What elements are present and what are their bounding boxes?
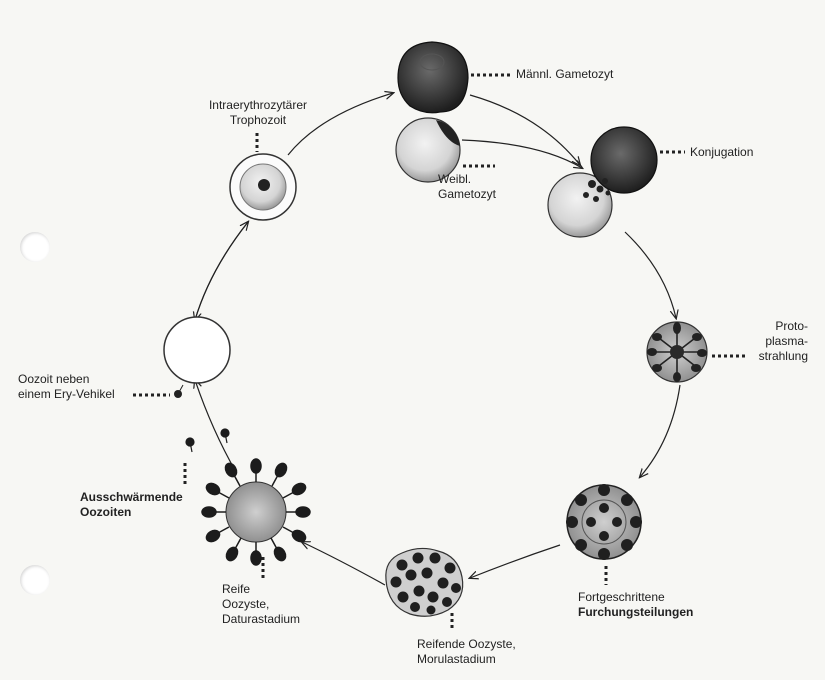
arrow-datura-to-ery	[195, 380, 237, 473]
label-line: einem Ery-Vehikel	[18, 387, 115, 401]
conjugation-cells	[547, 126, 658, 238]
cycle-arrows	[194, 93, 681, 586]
datura-stage-cell	[201, 458, 311, 566]
male-gametocyte-cell	[397, 41, 469, 114]
label-line: Daturastadium	[222, 612, 301, 626]
arrow-proto-to-furchung	[640, 384, 681, 477]
label-line: Fortgeschrittene	[578, 590, 665, 604]
label-datura-stage: Reife Oozyste, Daturastadium	[222, 582, 300, 627]
punch-hole-top	[20, 232, 50, 262]
label-line: Intraerythrozytärer	[208, 98, 308, 112]
label-conjugation: Konjugation	[690, 145, 753, 160]
protoplasm-radiation-cell	[646, 321, 708, 383]
label-protoplasm-radiation: Proto- plasma- strahlung	[738, 319, 808, 364]
label-advanced-cleavage: Fortgeschrittene Furchungsteilungen	[578, 590, 693, 620]
label-line: Konjugation	[690, 145, 754, 159]
trophozoite-cell	[229, 153, 297, 221]
morula-stage-cell	[385, 547, 464, 617]
label-line: Männl. Gametozyt	[516, 67, 614, 81]
label-line: Gametozyt	[438, 187, 497, 201]
label-line: Oozoit neben	[18, 372, 90, 386]
label-line: Oozoiten	[80, 505, 132, 519]
arrow-furchung-to-morula	[470, 544, 561, 578]
arrow-ery-to-tropho	[194, 222, 248, 321]
label-female-gametocyte: Weibl. Gametozyt	[438, 172, 496, 202]
arrow-weibl-to-konjugation	[461, 139, 582, 168]
label-line: Trophozoit	[229, 113, 287, 127]
label-line: Oozyste,	[222, 597, 270, 611]
punch-hole-bottom	[20, 565, 50, 595]
label-line: Ausschwärmende	[80, 490, 183, 504]
arrow-tropho-to-ery	[195, 221, 249, 320]
arrow-konjugation-to-proto	[624, 231, 676, 318]
label-line: Proto-	[775, 319, 808, 333]
label-line: Reifende Oozyste,	[417, 637, 516, 651]
advanced-cleavage-cell	[566, 484, 642, 560]
label-oozoite-ery-vehicle: Oozoit neben einem Ery-Vehikel	[18, 372, 115, 402]
label-line: Furchungsteilungen	[578, 605, 694, 619]
label-line: Weibl.	[438, 172, 472, 186]
label-line: strahlung	[758, 349, 808, 363]
ery-vehicle-cell	[163, 316, 231, 398]
free-oozoites	[185, 428, 230, 453]
arrow-maennl-to-konjugation	[469, 94, 580, 165]
label-swarming-oozoites: Ausschwärmende Oozoiten	[80, 490, 183, 520]
label-line: Morulastadium	[417, 652, 496, 666]
label-trophozoite: Intraerythrozytärer Trophozoit	[183, 98, 333, 128]
arrow-morula-to-datura	[302, 542, 386, 586]
label-line: plasma-	[765, 334, 808, 348]
label-morula-stage: Reifende Oozyste, Morulastadium	[417, 637, 516, 667]
female-gametocyte-cell	[395, 117, 461, 183]
arrow-tropho-to-maennl	[287, 93, 393, 156]
label-line: Reife	[222, 582, 251, 596]
label-male-gametocyte: Männl. Gametozyt	[516, 67, 613, 82]
leader-dots	[133, 73, 746, 630]
